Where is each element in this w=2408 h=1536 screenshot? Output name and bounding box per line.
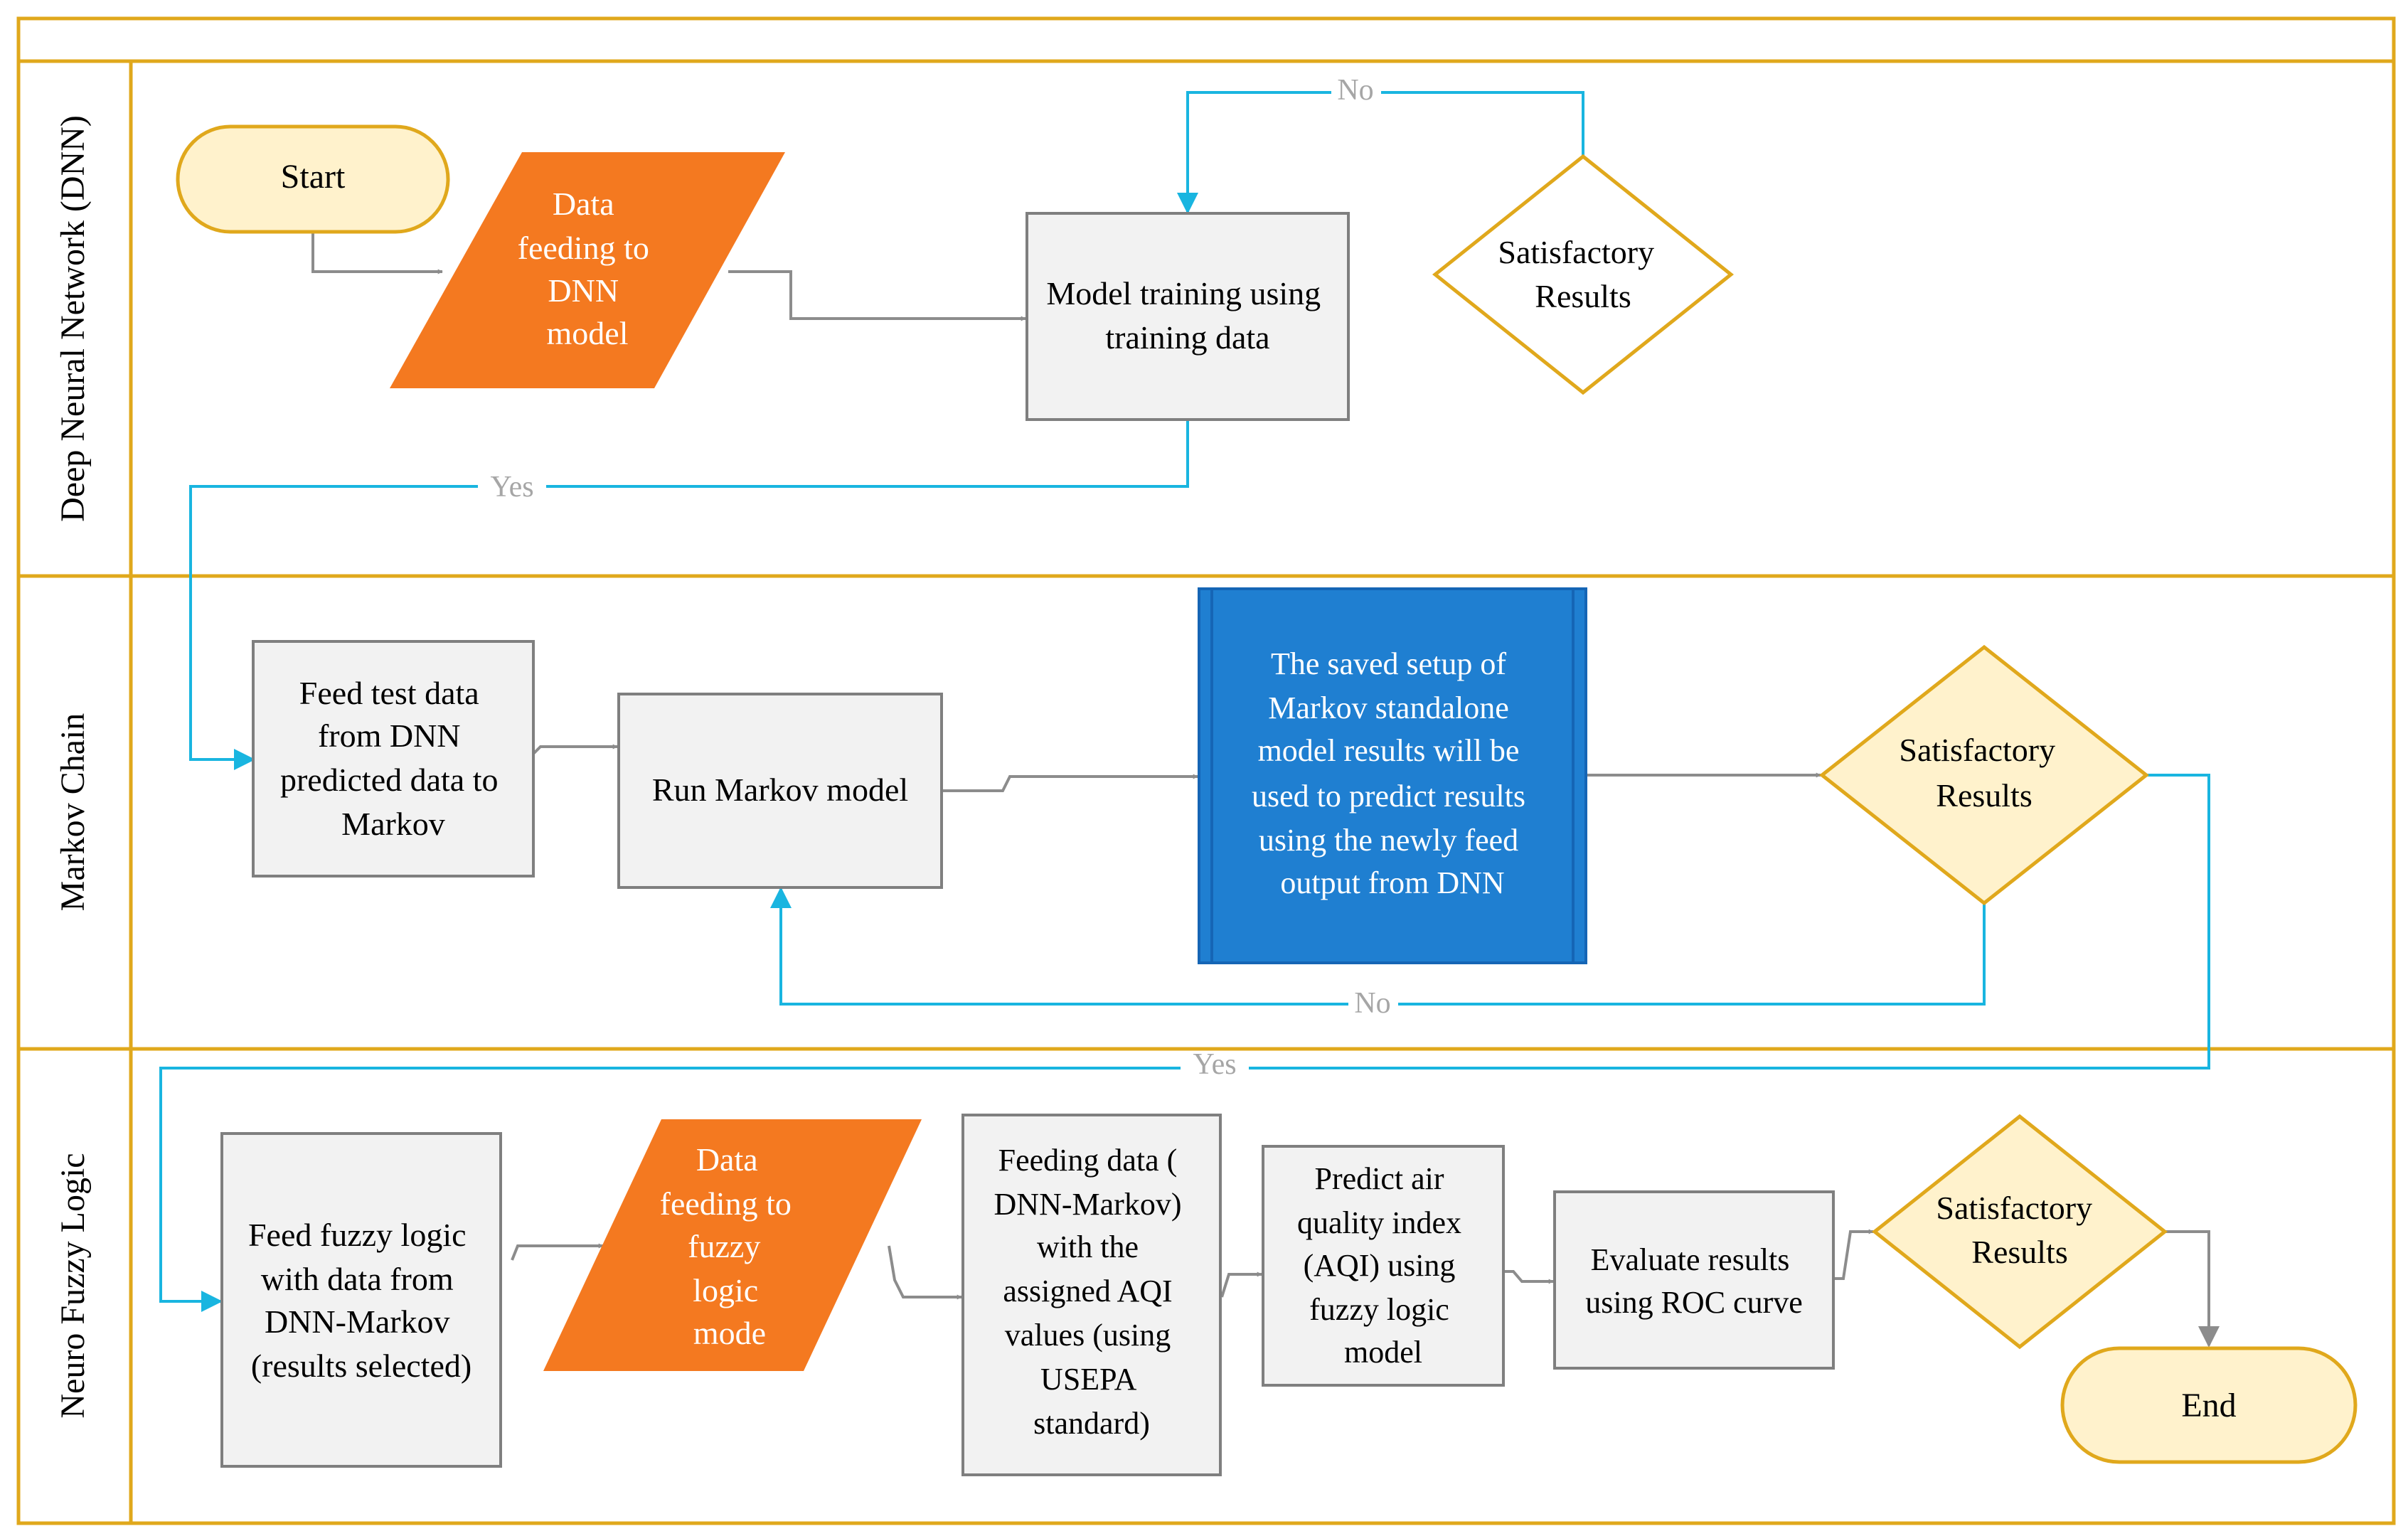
evaluate-text: Evaluate results using ROC curve	[1585, 1242, 1803, 1320]
feeding-data-text: Feeding data ( DNN-Markov) with the assi…	[994, 1143, 1190, 1441]
saved-setup-line: model results will be	[1258, 733, 1520, 768]
connector-runmarkov-to-saved	[942, 774, 1198, 792]
saved-setup-line: output from DNN	[1280, 865, 1504, 900]
feed-fuzzy-text: Feed fuzzy logic with data from DNN-Mark…	[248, 1217, 474, 1384]
evaluate-line: Evaluate results	[1591, 1242, 1790, 1277]
data-feeding-fuzzy-line: feeding to	[660, 1185, 792, 1222]
data-feeding-dnn-text: Data feeding to DNN model	[518, 186, 658, 351]
feeding-data-line: assigned AQI	[1003, 1274, 1172, 1308]
edge-label-no-1: No	[1337, 74, 1373, 107]
model-training-line: training data	[1105, 319, 1269, 356]
edge-label-yes-1: Yes	[490, 471, 533, 503]
data-feeding-dnn-shape: Data feeding to DNN model	[390, 152, 785, 388]
evaluate-line: using ROC curve	[1585, 1285, 1803, 1320]
decision-1-line: Satisfactory	[1498, 234, 1654, 270]
feed-test-data-box: Feed test data from DNN predicted data t…	[252, 640, 535, 878]
connector-training-yes	[189, 421, 1189, 770]
predict-aqi-line: (AQI) using	[1304, 1248, 1456, 1283]
decision-1-text: Satisfactory Results	[1498, 234, 1662, 314]
feeding-data-line: USEPA	[1040, 1362, 1137, 1397]
swimlane-frame	[16, 16, 2396, 1525]
feed-test-data-line: from DNN	[318, 718, 461, 754]
connector-feedtest-to-runmarkov	[532, 744, 618, 755]
predict-aqi-text: Predict air quality index (AQI) using fu…	[1297, 1161, 1469, 1370]
feed-test-data-line: predicted data to	[280, 762, 499, 798]
end-label: End	[2181, 1387, 2236, 1424]
edge-labels: No Yes No Yes	[478, 74, 1398, 1087]
predict-aqi-line: fuzzy logic	[1309, 1292, 1449, 1327]
run-markov-line: Run Markov model	[652, 772, 908, 808]
decision-satisfactory-1: Satisfactory Results	[1432, 154, 1735, 395]
saved-setup-line: The saved setup of	[1271, 646, 1506, 681]
lane-label-fuzzy: Neuro Fuzzy Logic	[54, 1153, 92, 1418]
lane-label-markov: Markov Chain	[54, 713, 92, 912]
feed-fuzzy-line: Feed fuzzy logic	[248, 1217, 467, 1253]
data-feeding-fuzzy-line: Data	[696, 1141, 758, 1178]
flow-connectors	[311, 232, 2220, 1348]
feeding-data-line: standard)	[1033, 1406, 1150, 1441]
decision-2-line: Satisfactory	[1899, 732, 2055, 768]
saved-setup-text: The saved setup of Markov standalone mod…	[1252, 646, 1533, 900]
predict-aqi-box: Predict air quality index (AQI) using fu…	[1262, 1145, 1505, 1387]
feeding-data-line: with the	[1037, 1230, 1139, 1264]
feeding-data-line: values (using	[1005, 1318, 1171, 1353]
predict-aqi-line: Predict air	[1314, 1161, 1444, 1196]
end-terminal: End	[2060, 1346, 2358, 1464]
saved-setup-line: used to predict results	[1252, 779, 1525, 814]
data-feeding-fuzzy-text: Data feeding to fuzzy logic mode	[660, 1141, 800, 1351]
connector-predict-to-evaluate	[1503, 1270, 1554, 1284]
decision-2-text: Satisfactory Results	[1899, 732, 2063, 814]
connector-sat1-no-loop	[1177, 91, 1584, 214]
feed-fuzzy-line: DNN-Markov	[265, 1303, 450, 1340]
decision-1-line: Results	[1535, 278, 1631, 314]
decision-3-text: Satisfactory Results	[1936, 1190, 2100, 1270]
feed-fuzzy-line: with data from	[261, 1261, 454, 1297]
feed-fuzzy-box: Feed fuzzy logic with data from DNN-Mark…	[220, 1132, 502, 1468]
feeding-data-line: DNN-Markov)	[994, 1187, 1182, 1222]
feed-test-data-text: Feed test data from DNN predicted data t…	[280, 675, 506, 842]
run-markov-text: Run Markov model	[652, 772, 908, 808]
decision-2-line: Results	[1936, 777, 2032, 814]
feeding-data-line: Feeding data (	[998, 1143, 1178, 1178]
data-feeding-fuzzy-shape: Data feeding to fuzzy logic mode	[543, 1119, 922, 1371]
connector-start-to-data	[311, 232, 443, 274]
predict-aqi-line: model	[1344, 1335, 1422, 1370]
predict-aqi-line: quality index	[1297, 1205, 1461, 1240]
saved-setup-box: The saved setup of Markov standalone mod…	[1198, 587, 1587, 964]
saved-setup-line: Markov standalone	[1268, 690, 1508, 725]
data-feeding-fuzzy-line: fuzzy	[688, 1228, 760, 1264]
edge-label-yes-2: Yes	[1193, 1048, 1236, 1081]
run-markov-box: Run Markov model	[617, 693, 943, 889]
feeding-data-box: Feeding data ( DNN-Markov) with the assi…	[961, 1114, 1222, 1476]
data-feeding-fuzzy-line: logic	[693, 1272, 758, 1308]
connector-data-to-training	[728, 270, 1026, 321]
connector-sat3-to-end	[2165, 1230, 2220, 1348]
decision-3-line: Satisfactory	[1936, 1190, 2092, 1226]
data-feeding-dnn-line: DNN	[548, 272, 619, 309]
feed-test-data-line: Feed test data	[299, 675, 479, 711]
decision-satisfactory-3: Satisfactory Results	[1871, 1114, 2168, 1350]
connector-feeding-to-predict	[1220, 1271, 1262, 1298]
data-feeding-dnn-line: Data	[553, 186, 614, 222]
data-feeding-dnn-line: model	[547, 315, 629, 351]
start-label: Start	[281, 158, 346, 196]
decision-3-line: Results	[1971, 1234, 2067, 1270]
data-feeding-dnn-line: feeding to	[518, 230, 649, 266]
connector-datafuzzy-to-feeding	[888, 1245, 962, 1300]
connector-feedfuzzy-to-datafuzzy	[511, 1243, 604, 1261]
data-feeding-fuzzy-line: mode	[693, 1315, 766, 1351]
decision-satisfactory-2: Satisfactory Results	[1818, 644, 2150, 906]
edge-label-no-2: No	[1354, 987, 1390, 1020]
start-terminal: Start	[176, 124, 450, 234]
feed-fuzzy-line: (results selected)	[251, 1348, 472, 1384]
model-training-text: Model training using training data	[1046, 275, 1328, 356]
evaluate-box: Evaluate results using ROC curve	[1553, 1190, 1835, 1370]
feed-test-data-line: Markov	[341, 806, 445, 842]
saved-setup-line: using the newly feed	[1259, 823, 1518, 858]
connector-evaluate-to-sat3	[1833, 1229, 1874, 1280]
model-training-line: Model training using	[1046, 275, 1321, 311]
lane-label-dnn: Deep Neural Network (DNN)	[54, 115, 92, 522]
model-training-box: Model training using training data	[1025, 212, 1350, 421]
